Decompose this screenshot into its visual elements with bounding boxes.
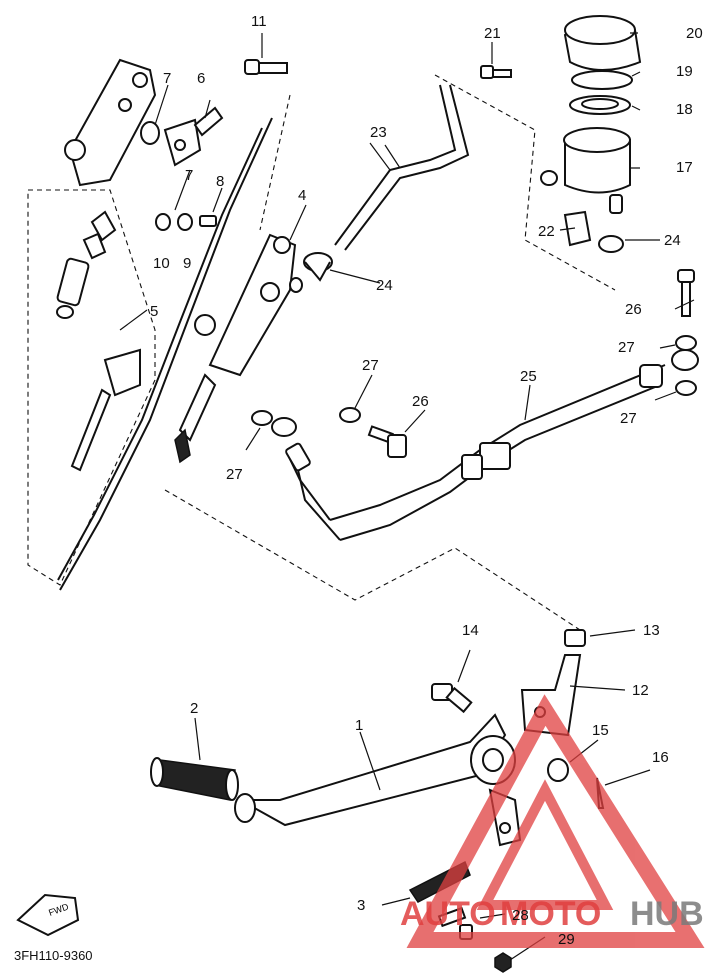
watermark-moto: MOTO bbox=[500, 895, 601, 933]
callout-11: 11 bbox=[251, 13, 267, 30]
fwd-arrow-icon bbox=[16, 893, 80, 937]
watermark-auto: AUTO bbox=[400, 895, 496, 933]
callout-27c: 27 bbox=[362, 357, 379, 374]
callout-12: 12 bbox=[632, 682, 649, 699]
bolt-26-top bbox=[677, 269, 695, 317]
assembly-boundary-pump bbox=[259, 94, 291, 231]
reservoir-cap-20 bbox=[563, 15, 642, 71]
clamp-24-center bbox=[303, 252, 333, 282]
bracket-22 bbox=[563, 210, 592, 247]
callout-26b: 26 bbox=[412, 393, 429, 410]
bolt-14 bbox=[431, 683, 473, 714]
callout-13: 13 bbox=[643, 622, 660, 639]
watermark-logo bbox=[406, 694, 705, 948]
reservoir-17 bbox=[540, 127, 631, 214]
callout-29: 29 bbox=[558, 931, 575, 948]
callout-8: 8 bbox=[216, 173, 224, 190]
assembly-boundary-left bbox=[27, 189, 156, 586]
washer-15 bbox=[547, 758, 569, 782]
assembly-boundary-pedal bbox=[164, 489, 581, 631]
callout-6: 6 bbox=[197, 70, 205, 87]
bolt-26-center bbox=[367, 425, 407, 458]
callout-15: 15 bbox=[592, 722, 609, 739]
callout-28: 28 bbox=[512, 907, 529, 924]
callout-7a: 7 bbox=[163, 70, 171, 87]
nut-13 bbox=[564, 629, 586, 647]
callout-7b: 7 bbox=[185, 167, 193, 184]
callout-22: 22 bbox=[538, 223, 555, 240]
callout-23: 23 bbox=[370, 124, 387, 141]
assembly-boundary-reservoir bbox=[434, 74, 616, 291]
footrest-2 bbox=[150, 757, 239, 801]
leader-lines bbox=[119, 32, 695, 961]
callout-21: 21 bbox=[484, 25, 501, 42]
callout-2: 2 bbox=[190, 700, 198, 717]
callout-1: 1 bbox=[355, 717, 363, 734]
callout-10: 10 bbox=[153, 255, 170, 272]
callout-17: 17 bbox=[676, 159, 693, 176]
frame-rail bbox=[59, 117, 273, 591]
callout-27b: 27 bbox=[620, 410, 637, 427]
banjo-fitting-left bbox=[271, 417, 311, 472]
master-cylinder-body-left bbox=[64, 58, 157, 187]
bolt-21 bbox=[480, 65, 512, 79]
plate-18 bbox=[569, 95, 631, 115]
bolt-11 bbox=[244, 59, 288, 75]
washer-27-bottom-right bbox=[675, 380, 697, 396]
callout-24a: 24 bbox=[376, 277, 393, 294]
washer-27-left bbox=[251, 410, 273, 426]
oring-7 bbox=[140, 121, 160, 145]
hose-23 bbox=[334, 84, 470, 251]
callout-20: 20 bbox=[686, 25, 703, 42]
banjo-fitting-right bbox=[671, 349, 699, 371]
callout-27a: 27 bbox=[618, 339, 635, 356]
bolt-8 bbox=[199, 215, 217, 227]
washer-9 bbox=[177, 213, 193, 231]
callout-24b: 24 bbox=[664, 232, 681, 249]
callout-5: 5 bbox=[150, 303, 158, 320]
joint-6 bbox=[163, 106, 224, 167]
callout-19: 19 bbox=[676, 63, 693, 80]
washer-27-top-right bbox=[675, 335, 697, 351]
callout-18: 18 bbox=[676, 101, 693, 118]
callout-25: 25 bbox=[520, 368, 537, 385]
callout-16: 16 bbox=[652, 749, 669, 766]
washer-27-center bbox=[339, 407, 361, 423]
callout-9: 9 bbox=[183, 255, 191, 272]
drawing-code: 3FH110-9360 bbox=[14, 948, 93, 963]
callout-27d: 27 bbox=[226, 466, 243, 483]
nut-29 bbox=[494, 952, 512, 973]
callout-4: 4 bbox=[298, 187, 306, 204]
master-cylinder-4 bbox=[174, 233, 303, 464]
callout-14: 14 bbox=[462, 622, 479, 639]
piston-kit-5 bbox=[56, 210, 141, 472]
callout-3: 3 bbox=[357, 897, 365, 914]
clamp-24-reservoir bbox=[598, 235, 624, 253]
hose-25 bbox=[287, 364, 666, 541]
frame-rail-inner bbox=[57, 127, 263, 581]
diaphragm-19 bbox=[571, 70, 633, 90]
callout-26a: 26 bbox=[625, 301, 642, 318]
washer-10 bbox=[155, 213, 171, 231]
watermark-hub: HUB bbox=[630, 895, 704, 933]
